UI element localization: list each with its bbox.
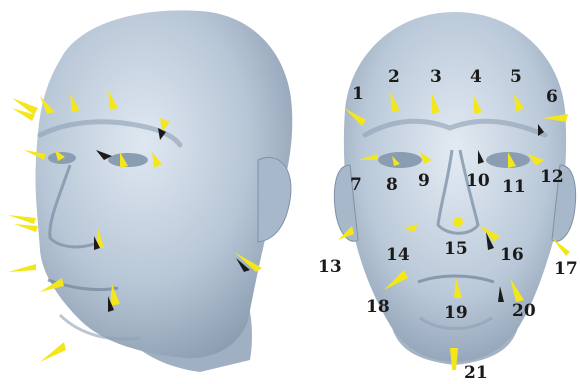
landmark-label: 17 xyxy=(554,259,578,279)
landmark-label: 19 xyxy=(444,303,468,323)
landmark-label: 5 xyxy=(510,67,522,87)
marker xyxy=(450,348,458,370)
marker xyxy=(453,217,463,227)
landmark-label: 14 xyxy=(386,245,410,265)
face-frontal-view: 1 2 3 4 5 6 7 8 9 10 11 12 13 14 15 16 1… xyxy=(318,12,578,383)
landmark-label: 8 xyxy=(386,175,398,195)
landmark-label: 21 xyxy=(464,363,488,383)
marker xyxy=(8,264,36,272)
landmark-label: 15 xyxy=(444,239,468,259)
face-oblique-view xyxy=(8,10,292,372)
landmark-label: 6 xyxy=(546,87,558,107)
landmark-label: 2 xyxy=(388,67,400,87)
landmark-label: 3 xyxy=(430,67,442,87)
marker xyxy=(14,224,38,232)
marker xyxy=(552,238,570,256)
landmark-label: 18 xyxy=(366,297,390,317)
ear-oblique xyxy=(258,157,291,242)
landmark-label: 12 xyxy=(540,167,564,187)
landmark-label: 13 xyxy=(318,257,342,277)
landmark-label: 4 xyxy=(470,67,482,87)
landmark-label: 20 xyxy=(512,301,536,321)
landmark-label: 10 xyxy=(466,171,490,191)
landmark-label: 9 xyxy=(418,171,430,191)
landmark-label: 1 xyxy=(352,84,364,104)
marker xyxy=(8,215,36,224)
landmark-label: 11 xyxy=(502,177,526,197)
landmark-label: 7 xyxy=(350,175,362,195)
eye-frontal-left xyxy=(378,152,422,168)
marker xyxy=(40,342,66,362)
landmark-label: 16 xyxy=(500,245,524,265)
head-oblique xyxy=(35,10,292,358)
eye-oblique-right xyxy=(108,153,148,167)
